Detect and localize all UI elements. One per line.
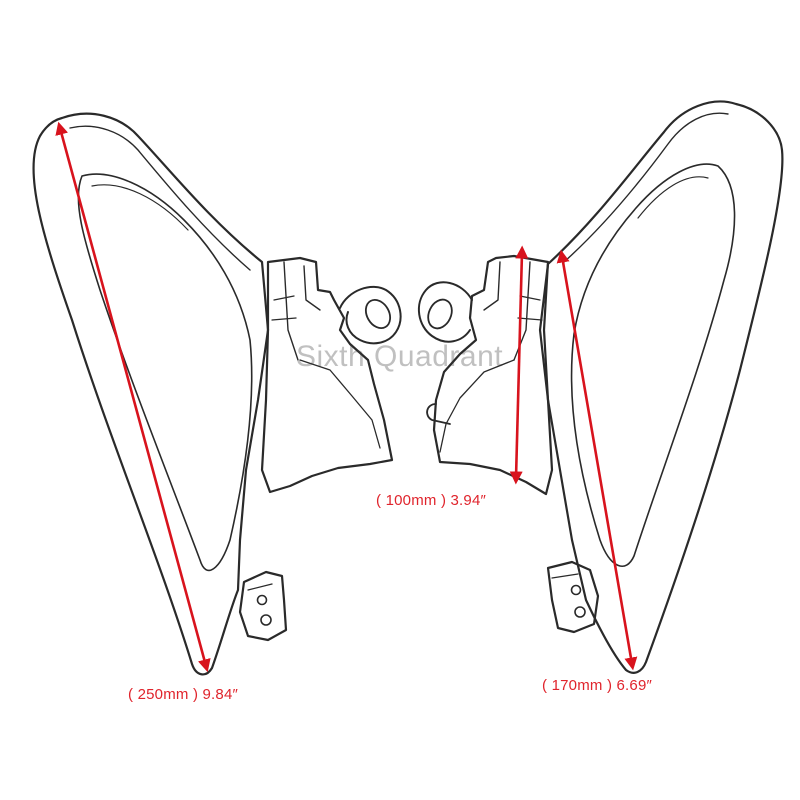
left-length-label: ( 250mm ) 9.84″ <box>128 686 239 703</box>
right-length-label: ( 170mm ) 6.69″ <box>542 677 653 694</box>
right-length-arrow <box>556 249 638 671</box>
bracket-height-arrow <box>509 245 529 485</box>
right-wind-deflector-icon <box>417 100 784 674</box>
watermark-text: Sixth Quadrant <box>296 340 504 373</box>
left-length-arrow <box>55 121 211 673</box>
bracket-height-label: ( 100mm ) 3.94″ <box>376 492 487 509</box>
left-wind-deflector-icon <box>32 112 402 676</box>
